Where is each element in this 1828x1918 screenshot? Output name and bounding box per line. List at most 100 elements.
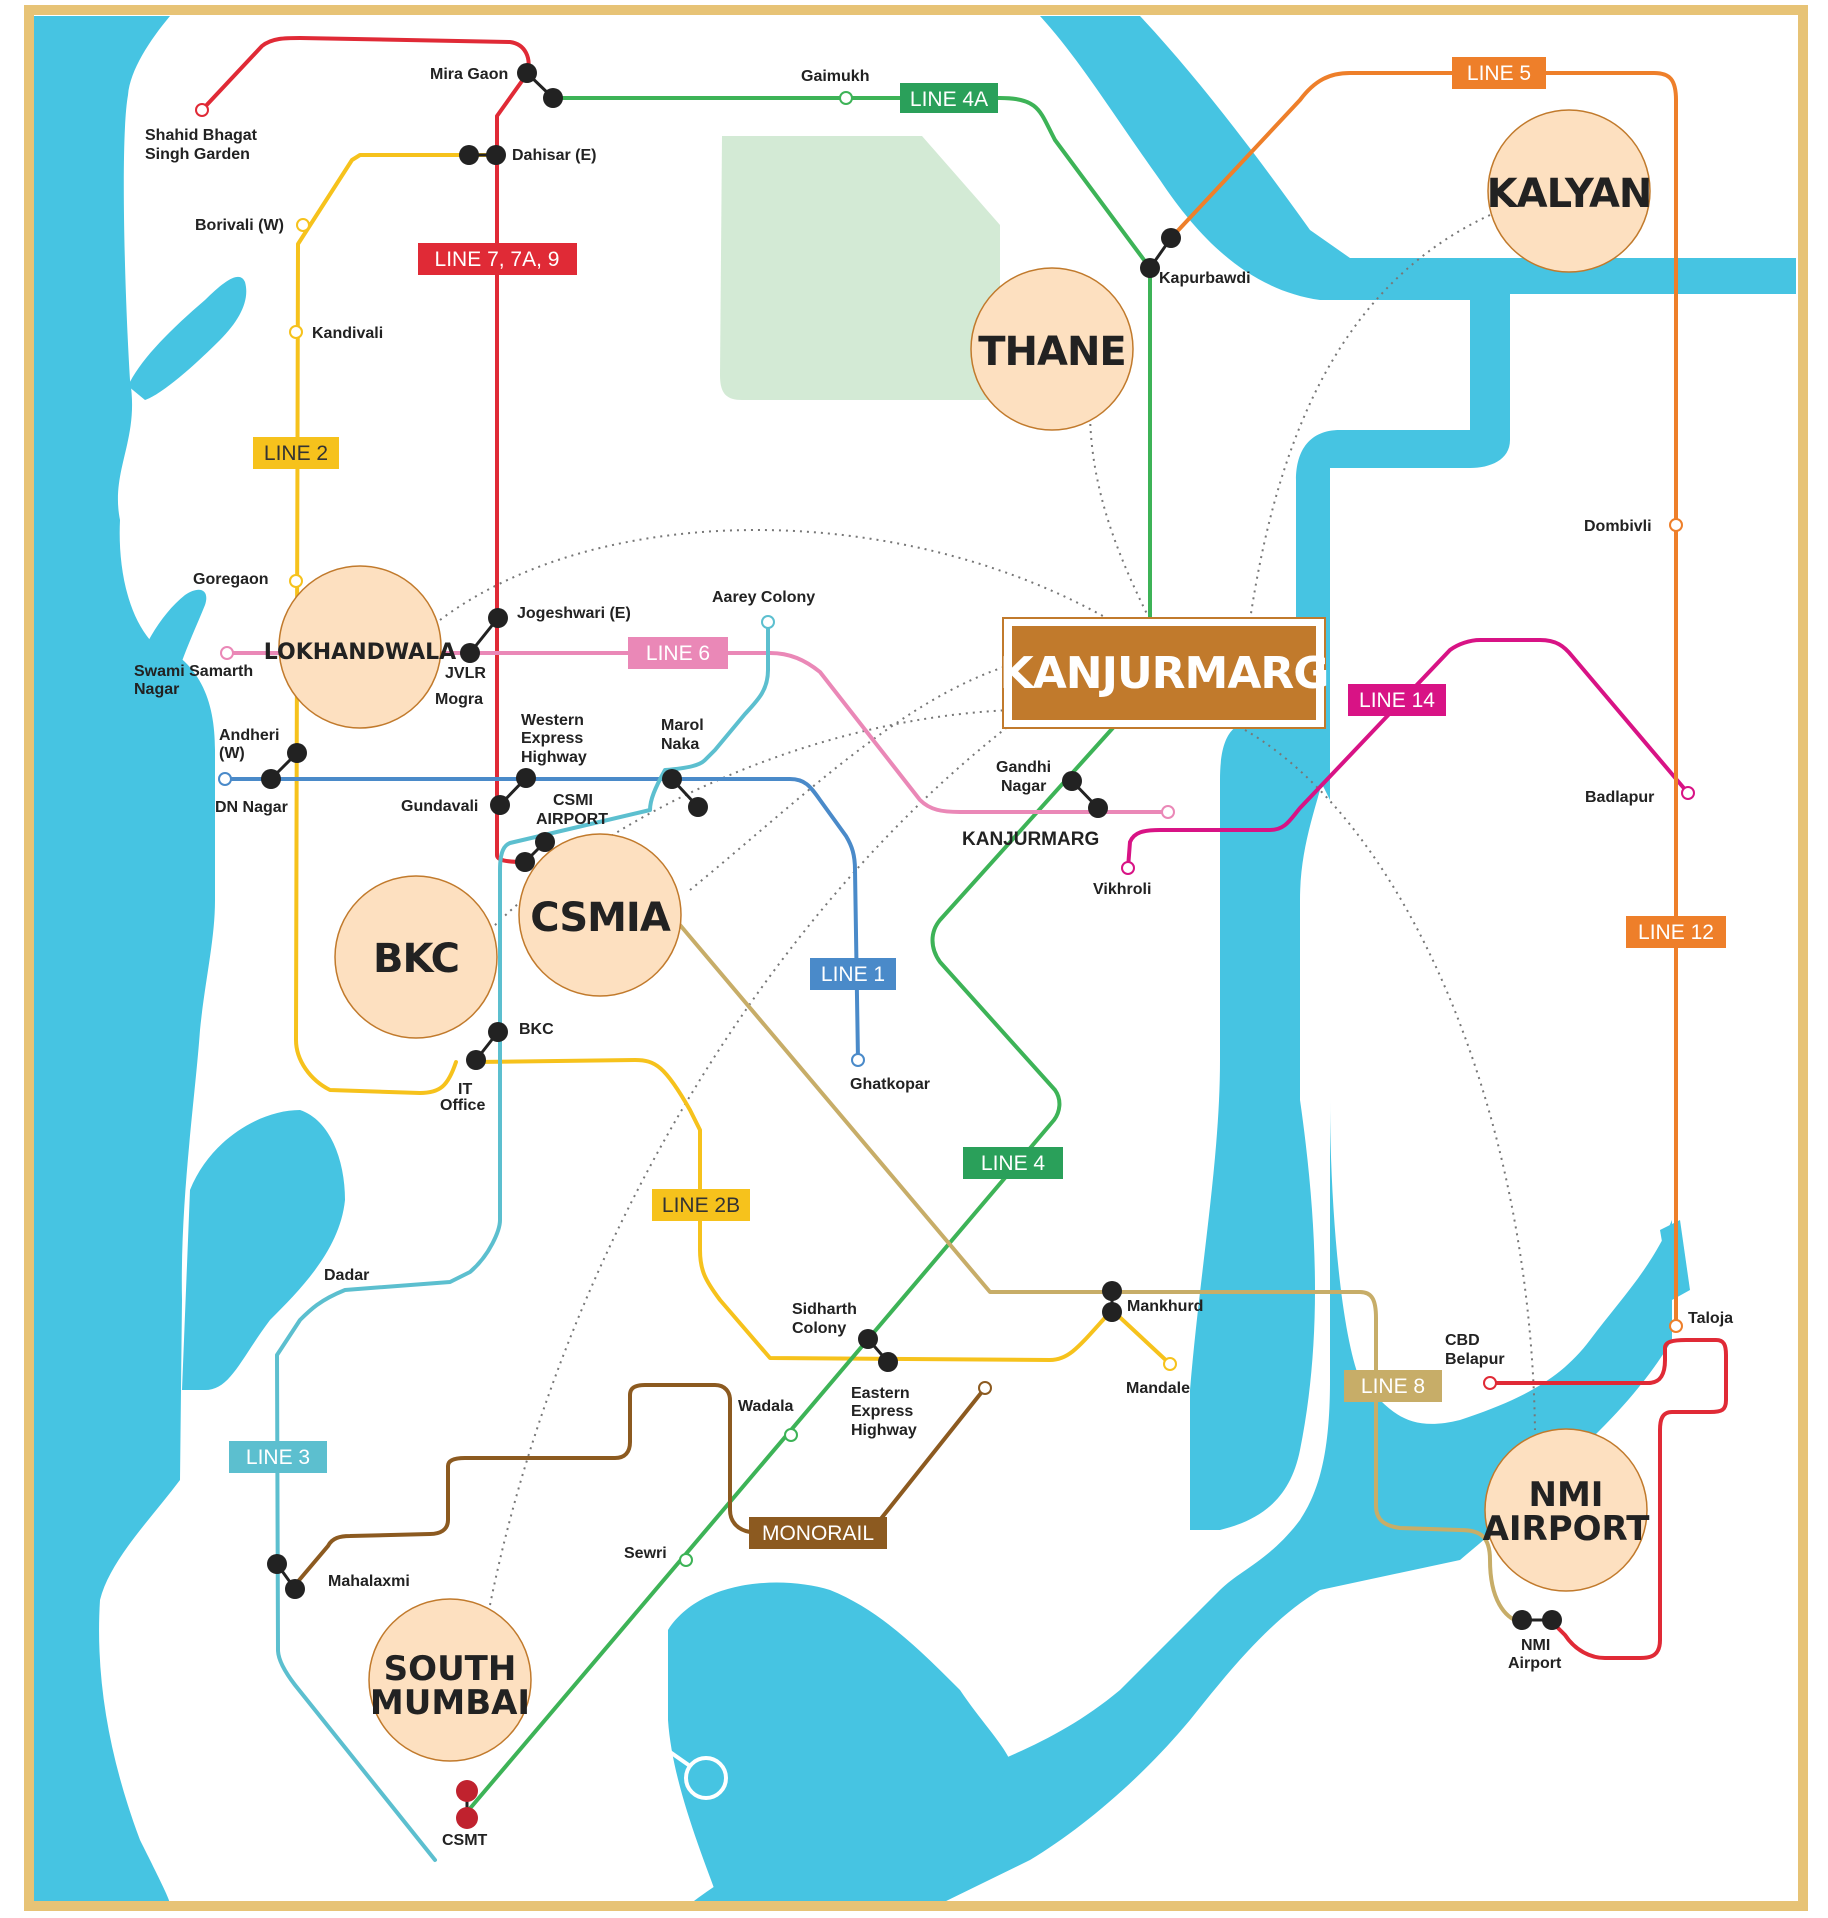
- station-marol-b[interactable]: [688, 797, 708, 817]
- station-sidharth[interactable]: [858, 1329, 878, 1349]
- hub-south-mumbai[interactable]: SOUTH MUMBAI: [368, 1598, 532, 1762]
- terminal-cbd-belapur[interactable]: [1483, 1376, 1497, 1390]
- line2b-path: [474, 1058, 1172, 1366]
- label-kanjurmarg-stn: KANJURMARG: [962, 829, 1099, 850]
- terminal-taloja[interactable]: [1669, 1319, 1683, 1333]
- terminal-dn-west[interactable]: [218, 772, 232, 786]
- station-nmi-b[interactable]: [1542, 1610, 1562, 1630]
- label-weh-3: Highway: [521, 749, 587, 766]
- label-it-1: IT: [458, 1081, 472, 1098]
- station-gandhi-nagar[interactable]: [1062, 771, 1082, 791]
- hub-nmi-airport[interactable]: NMI AIRPORT: [1483, 1428, 1651, 1592]
- thane-creek: [690, 700, 1672, 1904]
- terminal-wadala[interactable]: [784, 1428, 798, 1442]
- station-csmt-a[interactable]: [456, 1780, 478, 1802]
- hub-kalyan[interactable]: KALYAN: [1487, 109, 1652, 273]
- terminal-aarey[interactable]: [761, 615, 775, 629]
- station-jvlr[interactable]: [460, 643, 480, 663]
- hub-lokhandwala[interactable]: LOKHANDWALA: [264, 565, 456, 729]
- tag-monorail-text: MONORAIL: [762, 1522, 874, 1545]
- station-dn-nagar[interactable]: [261, 769, 281, 789]
- tag-line8[interactable]: LINE 8: [1344, 1370, 1442, 1402]
- map-frame: [24, 5, 1808, 1911]
- water-layer: [34, 16, 1796, 1904]
- station-dahisar-a[interactable]: [459, 145, 479, 165]
- tag-line4[interactable]: LINE 4: [963, 1147, 1063, 1179]
- station-mahalaxmi-b[interactable]: [285, 1579, 305, 1599]
- tag-line12[interactable]: LINE 12: [1626, 916, 1726, 948]
- jetty-line: [648, 1736, 692, 1768]
- terminal-monorail-east[interactable]: [978, 1381, 992, 1395]
- station-mira-gaon-4a[interactable]: [543, 88, 563, 108]
- station-gundavali[interactable]: [490, 795, 510, 815]
- label-kandivali: Kandivali: [312, 325, 383, 342]
- label-csmi-1: CSMI: [553, 792, 593, 809]
- tag-line2-text: LINE 2: [264, 442, 328, 465]
- terminal-gaimukh[interactable]: [839, 91, 853, 105]
- label-csmi-2: AIRPORT: [536, 811, 608, 828]
- station-csmt-b[interactable]: [456, 1807, 478, 1829]
- hub-thane[interactable]: THANE: [970, 267, 1134, 431]
- terminal-vikhroli[interactable]: [1121, 861, 1135, 875]
- station-mahalaxmi-a[interactable]: [267, 1554, 287, 1574]
- terminal-line6-east[interactable]: [1161, 805, 1175, 819]
- tag-line6[interactable]: LINE 6: [628, 637, 728, 669]
- tag-monorail[interactable]: MONORAIL: [749, 1517, 887, 1549]
- station-andheri[interactable]: [287, 743, 307, 763]
- station-mira-gaon[interactable]: [517, 63, 537, 83]
- station-bkc[interactable]: [488, 1022, 508, 1042]
- station-dahisar-b[interactable]: [486, 145, 506, 165]
- hub-bkc[interactable]: BKC: [334, 875, 498, 1039]
- tag-line5[interactable]: LINE 5: [1452, 57, 1546, 89]
- monorail-path: [293, 1383, 987, 1587]
- station-csmi-b[interactable]: [515, 852, 535, 872]
- terminal-swami-samarth[interactable]: [220, 646, 234, 660]
- label-swami-1: Swami Samarth: [134, 663, 253, 680]
- tag-line2[interactable]: LINE 2: [253, 437, 339, 469]
- station-nmi-a[interactable]: [1512, 1610, 1532, 1630]
- terminal-sewri[interactable]: [679, 1553, 693, 1567]
- label-dn-nagar: DN Nagar: [215, 799, 288, 816]
- station-jogeshwari[interactable]: [488, 608, 508, 628]
- west-sea: [34, 16, 215, 1904]
- station-csmi-a[interactable]: [535, 832, 555, 852]
- station-mankhurd-b[interactable]: [1102, 1302, 1122, 1322]
- tag-line1-text: LINE 1: [821, 963, 885, 986]
- label-dahisar: Dahisar (E): [512, 147, 596, 164]
- tag-line5-text: LINE 5: [1467, 62, 1531, 85]
- terminal-dombivli[interactable]: [1669, 518, 1683, 532]
- label-taloja: Taloja: [1688, 1310, 1733, 1327]
- tag-line4a[interactable]: LINE 4A: [900, 83, 998, 113]
- station-mankhurd-a[interactable]: [1102, 1281, 1122, 1301]
- terminal-shahid[interactable]: [195, 103, 209, 117]
- terminal-borivali[interactable]: [296, 218, 310, 232]
- label-andheri-1: Andheri: [219, 727, 279, 744]
- station-marol-a[interactable]: [662, 769, 682, 789]
- tag-line7[interactable]: LINE 7, 7A, 9: [418, 243, 577, 275]
- label-badlapur: Badlapur: [1585, 789, 1654, 806]
- hub-kalyan-label: KALYAN: [1487, 171, 1652, 217]
- station-kapurbawdi-a[interactable]: [1161, 228, 1181, 248]
- tag-line1[interactable]: LINE 1: [810, 958, 896, 990]
- station-eeh[interactable]: [878, 1352, 898, 1372]
- hub-csmia-label: CSMIA: [530, 895, 671, 941]
- terminal-kandivali[interactable]: [289, 325, 303, 339]
- line3-path: [275, 620, 770, 1862]
- station-weh[interactable]: [516, 768, 536, 788]
- terminal-ghatkopar[interactable]: [851, 1053, 865, 1067]
- tag-line3[interactable]: LINE 3: [229, 1441, 327, 1473]
- label-eeh-3: Highway: [851, 1422, 917, 1439]
- terminal-badlapur[interactable]: [1681, 786, 1695, 800]
- label-sidharth-1: Sidharth: [792, 1301, 857, 1318]
- focus-kanjurmarg[interactable]: KANJURMARG: [1000, 617, 1329, 729]
- terminal-mandale[interactable]: [1163, 1357, 1177, 1371]
- tag-line14[interactable]: LINE 14: [1348, 684, 1446, 716]
- hub-csmia[interactable]: CSMIA: [518, 833, 682, 997]
- station-kapurbawdi-b[interactable]: [1140, 258, 1160, 278]
- terminal-goregaon[interactable]: [289, 574, 303, 588]
- tag-line8-text: LINE 8: [1361, 1375, 1425, 1398]
- tag-line2b[interactable]: LINE 2B: [652, 1189, 750, 1221]
- station-kanjurmarg[interactable]: [1088, 798, 1108, 818]
- station-it-office[interactable]: [466, 1050, 486, 1070]
